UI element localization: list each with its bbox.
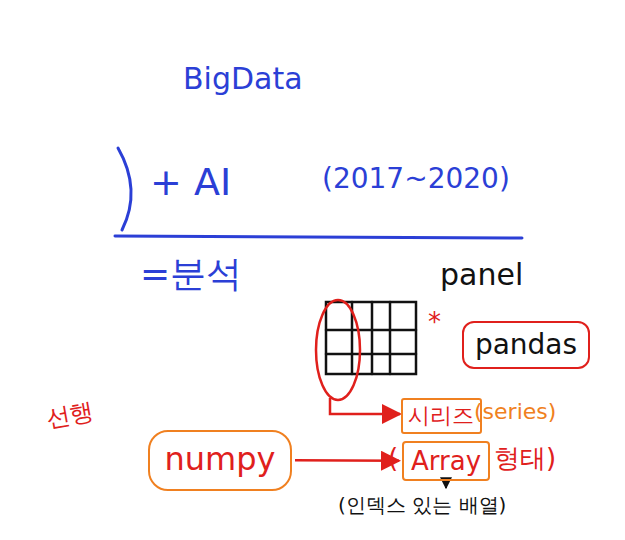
box-label: pandas xyxy=(475,330,577,361)
note-text: 형태) xyxy=(494,444,556,473)
library-box: pandas xyxy=(462,321,590,369)
column-arrow xyxy=(330,398,400,414)
bracket xyxy=(118,148,131,230)
year-range: (2017~2020) xyxy=(322,164,510,195)
down-arrow xyxy=(445,481,447,488)
box-label: 시리즈 xyxy=(408,404,474,428)
column-loop xyxy=(316,300,360,400)
box-label: numpy xyxy=(165,442,276,477)
note-text: (인덱스 있는 배열) xyxy=(338,494,506,516)
paren-text: ( xyxy=(388,444,398,473)
sum-line xyxy=(115,236,522,238)
flow-arrow xyxy=(295,459,399,462)
asterisk-mark: * xyxy=(428,308,441,337)
box-label: Array xyxy=(411,447,481,476)
note-text: (series) xyxy=(474,400,556,424)
library-box: numpy xyxy=(148,430,292,491)
series-box: 시리즈 xyxy=(401,398,482,434)
prereq-text: 선행 xyxy=(44,398,96,432)
formula-text: + AI xyxy=(150,162,231,204)
array-box: Array xyxy=(402,441,490,481)
heading-text: BigData xyxy=(183,62,303,95)
note-text: panel xyxy=(440,258,523,291)
table-grid xyxy=(326,302,416,374)
result-text: =분석 xyxy=(140,254,242,294)
